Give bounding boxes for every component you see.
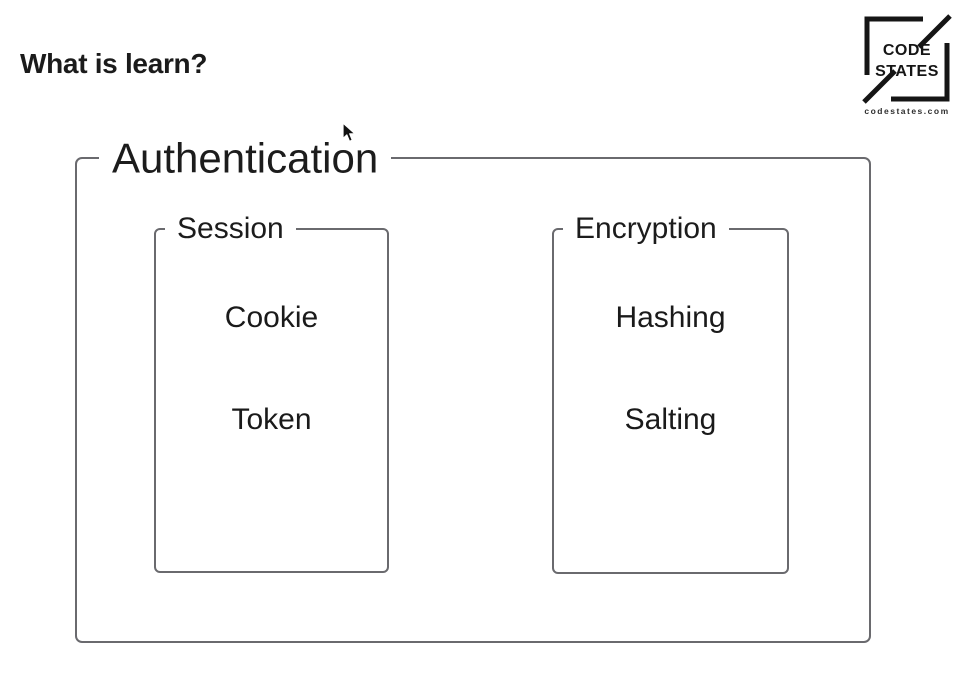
logo-slash-bottom-left <box>862 69 897 104</box>
encryption-item-hashing: Hashing <box>615 301 726 334</box>
authentication-group-box: Authentication Session Cookie Token Encr… <box>75 134 871 643</box>
encryption-item-salting: Salting <box>624 403 717 436</box>
session-item-token: Token <box>231 403 312 436</box>
logo-slash-top-right <box>917 14 952 49</box>
logo-text-line1: CODE <box>883 42 931 59</box>
codestates-logo-mark: CODE STATES <box>862 14 952 104</box>
encryption-label: Encryption <box>563 212 729 246</box>
mouse-cursor <box>342 122 356 142</box>
session-group-box: Session Cookie Token <box>154 212 389 573</box>
encryption-group-box: Encryption Hashing Salting <box>552 212 789 574</box>
session-item-cookie: Cookie <box>224 301 319 334</box>
page-title: What is learn? <box>20 48 208 79</box>
authentication-label: Authentication <box>99 134 392 182</box>
logo-square-bottom-right <box>891 43 950 102</box>
logo-text-line2: STATES <box>875 63 939 80</box>
logo-website: codestates.com <box>864 106 950 116</box>
codestates-logo: CODE STATES codestates.com <box>861 13 953 116</box>
session-label: Session <box>165 212 296 246</box>
logo-square-top-left <box>864 16 923 75</box>
